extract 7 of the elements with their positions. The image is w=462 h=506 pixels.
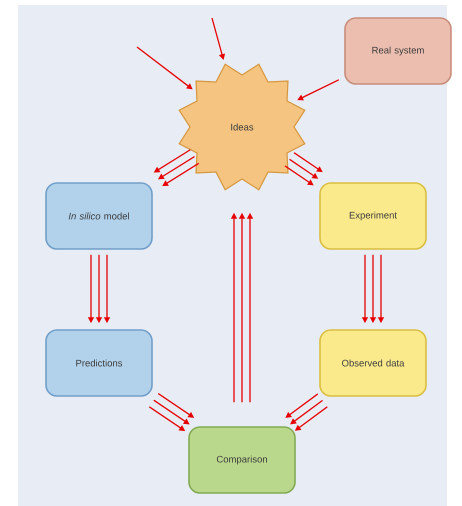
process-box: Comparison xyxy=(188,426,296,494)
idea-starburst: Ideas xyxy=(178,63,306,191)
process-box: Observed data xyxy=(319,329,427,397)
process-box: In silico model xyxy=(45,182,153,250)
process-box: Predictions xyxy=(45,329,153,397)
process-box: Experiment xyxy=(319,182,427,250)
process-box: Real system xyxy=(344,17,452,85)
